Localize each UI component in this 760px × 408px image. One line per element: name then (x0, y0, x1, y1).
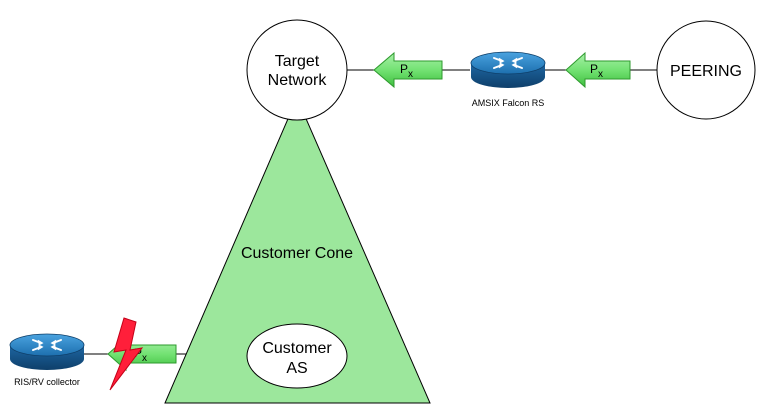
ris-router-label: RIS/RV collector (14, 377, 80, 387)
prefix-label: Px (590, 62, 603, 80)
customer-as-label-line1: Customer (262, 340, 332, 357)
ris-router-icon[interactable] (9, 333, 85, 370)
target-network-label-line2: Network (268, 72, 328, 89)
prefix-sub: x (408, 69, 413, 80)
prefix-main: P (400, 62, 408, 76)
customer-cone-label: Customer Cone (241, 245, 353, 262)
lightning-bolt-icon (109, 317, 144, 391)
target-network-label-line1: Target (275, 53, 320, 70)
prefix-main: P (590, 62, 598, 76)
prefix-sub: x (142, 353, 147, 364)
target-network-node[interactable]: Target Network (246, 19, 348, 121)
prefix-arrow-peering-to-amsix: Px (565, 51, 631, 89)
customer-cone: Customer Cone (164, 96, 431, 404)
prefix-sub: x (598, 69, 603, 80)
prefix-label: Px (400, 62, 413, 80)
customer-as-label-line2: AS (286, 360, 307, 377)
prefix-arrow-amsix-to-target: Px (373, 51, 443, 89)
amsix-router-label: AMSIX Falcon RS (472, 98, 545, 108)
peering-label: PEERING (670, 63, 742, 80)
amsix-router-icon[interactable] (470, 51, 546, 88)
peering-node[interactable]: PEERING (656, 20, 756, 120)
customer-as-node[interactable]: Customer AS (246, 323, 348, 389)
